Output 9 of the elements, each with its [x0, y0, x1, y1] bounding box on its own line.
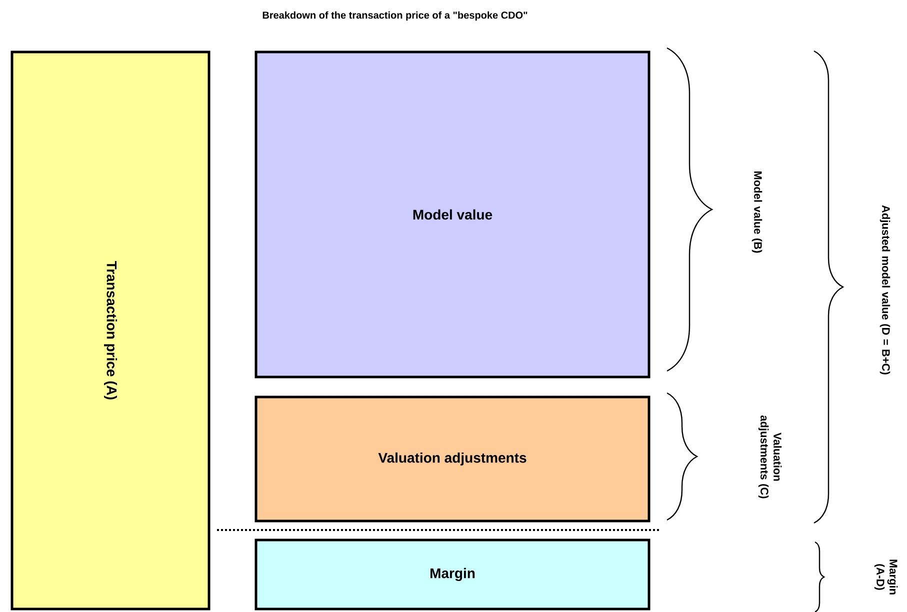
value-box: Model value	[254, 50, 650, 378]
brace-label: Model value (B)	[752, 171, 762, 253]
value-box: Transaction price (A)	[10, 50, 210, 610]
value-box: Valuation adjustments	[254, 396, 650, 522]
title: Breakdown of the transaction price of a "bespoke CDO"	[262, 11, 528, 21]
brace-label: Adjusted model value (D = B+C)	[880, 205, 890, 374]
value-box: Margin	[254, 538, 650, 610]
brace-label: Valuation adjustments (C)	[758, 415, 782, 498]
brace-label: Margin (A-D)	[874, 560, 898, 594]
